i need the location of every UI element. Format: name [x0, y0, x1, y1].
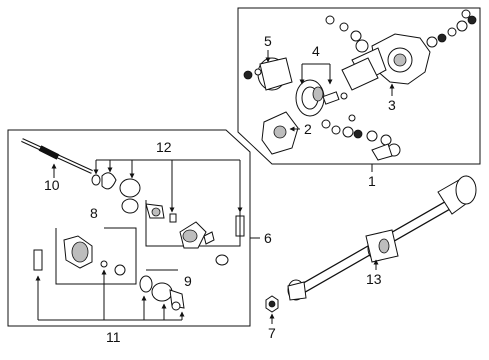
drive-shaft-box-outline — [7, 129, 251, 327]
drive-shaft-assembly-group: 10 12 9 — [7, 129, 272, 345]
callout-10: 10 — [44, 177, 60, 193]
callout-4: 4 — [312, 43, 320, 59]
callout-3: 3 — [388, 97, 396, 113]
callout-6: 6 — [264, 230, 272, 246]
differential-case-part — [243, 57, 293, 91]
side-cover-part — [261, 111, 299, 155]
callout-8: 8 — [90, 205, 98, 221]
differential-box-outline — [237, 7, 481, 165]
ring-gear-part — [295, 79, 340, 117]
outer-joint-subbox — [55, 227, 137, 285]
pinion-bearing-row — [325, 9, 477, 48]
front-flange-part — [455, 175, 477, 205]
callout-7: 7 — [268, 325, 276, 341]
callout-9: 9 — [184, 273, 192, 289]
callout-2: 2 — [304, 121, 312, 137]
inner-shaft-part — [21, 138, 93, 174]
inner-boot-parts — [139, 275, 185, 311]
cover-gasket-part — [341, 57, 379, 91]
nut-part — [265, 295, 279, 313]
propeller-shaft-group: 13 7 — [265, 175, 477, 341]
rear-joint-part — [287, 279, 307, 301]
differential-assembly-group: 5 4 3 2 1 — [237, 7, 481, 189]
bolt-part — [33, 249, 43, 271]
side-bearing-row — [321, 92, 401, 161]
callout-12: 12 — [156, 139, 172, 155]
callout-11: 11 — [106, 329, 121, 345]
outer-joint-part — [63, 235, 126, 276]
center-bearing-part — [365, 229, 399, 263]
inner-joint-part — [179, 221, 229, 266]
outer-boot-parts — [91, 172, 177, 223]
callout-13: 13 — [366, 271, 382, 287]
callout-5: 5 — [264, 33, 272, 49]
callout-1: 1 — [368, 173, 376, 189]
